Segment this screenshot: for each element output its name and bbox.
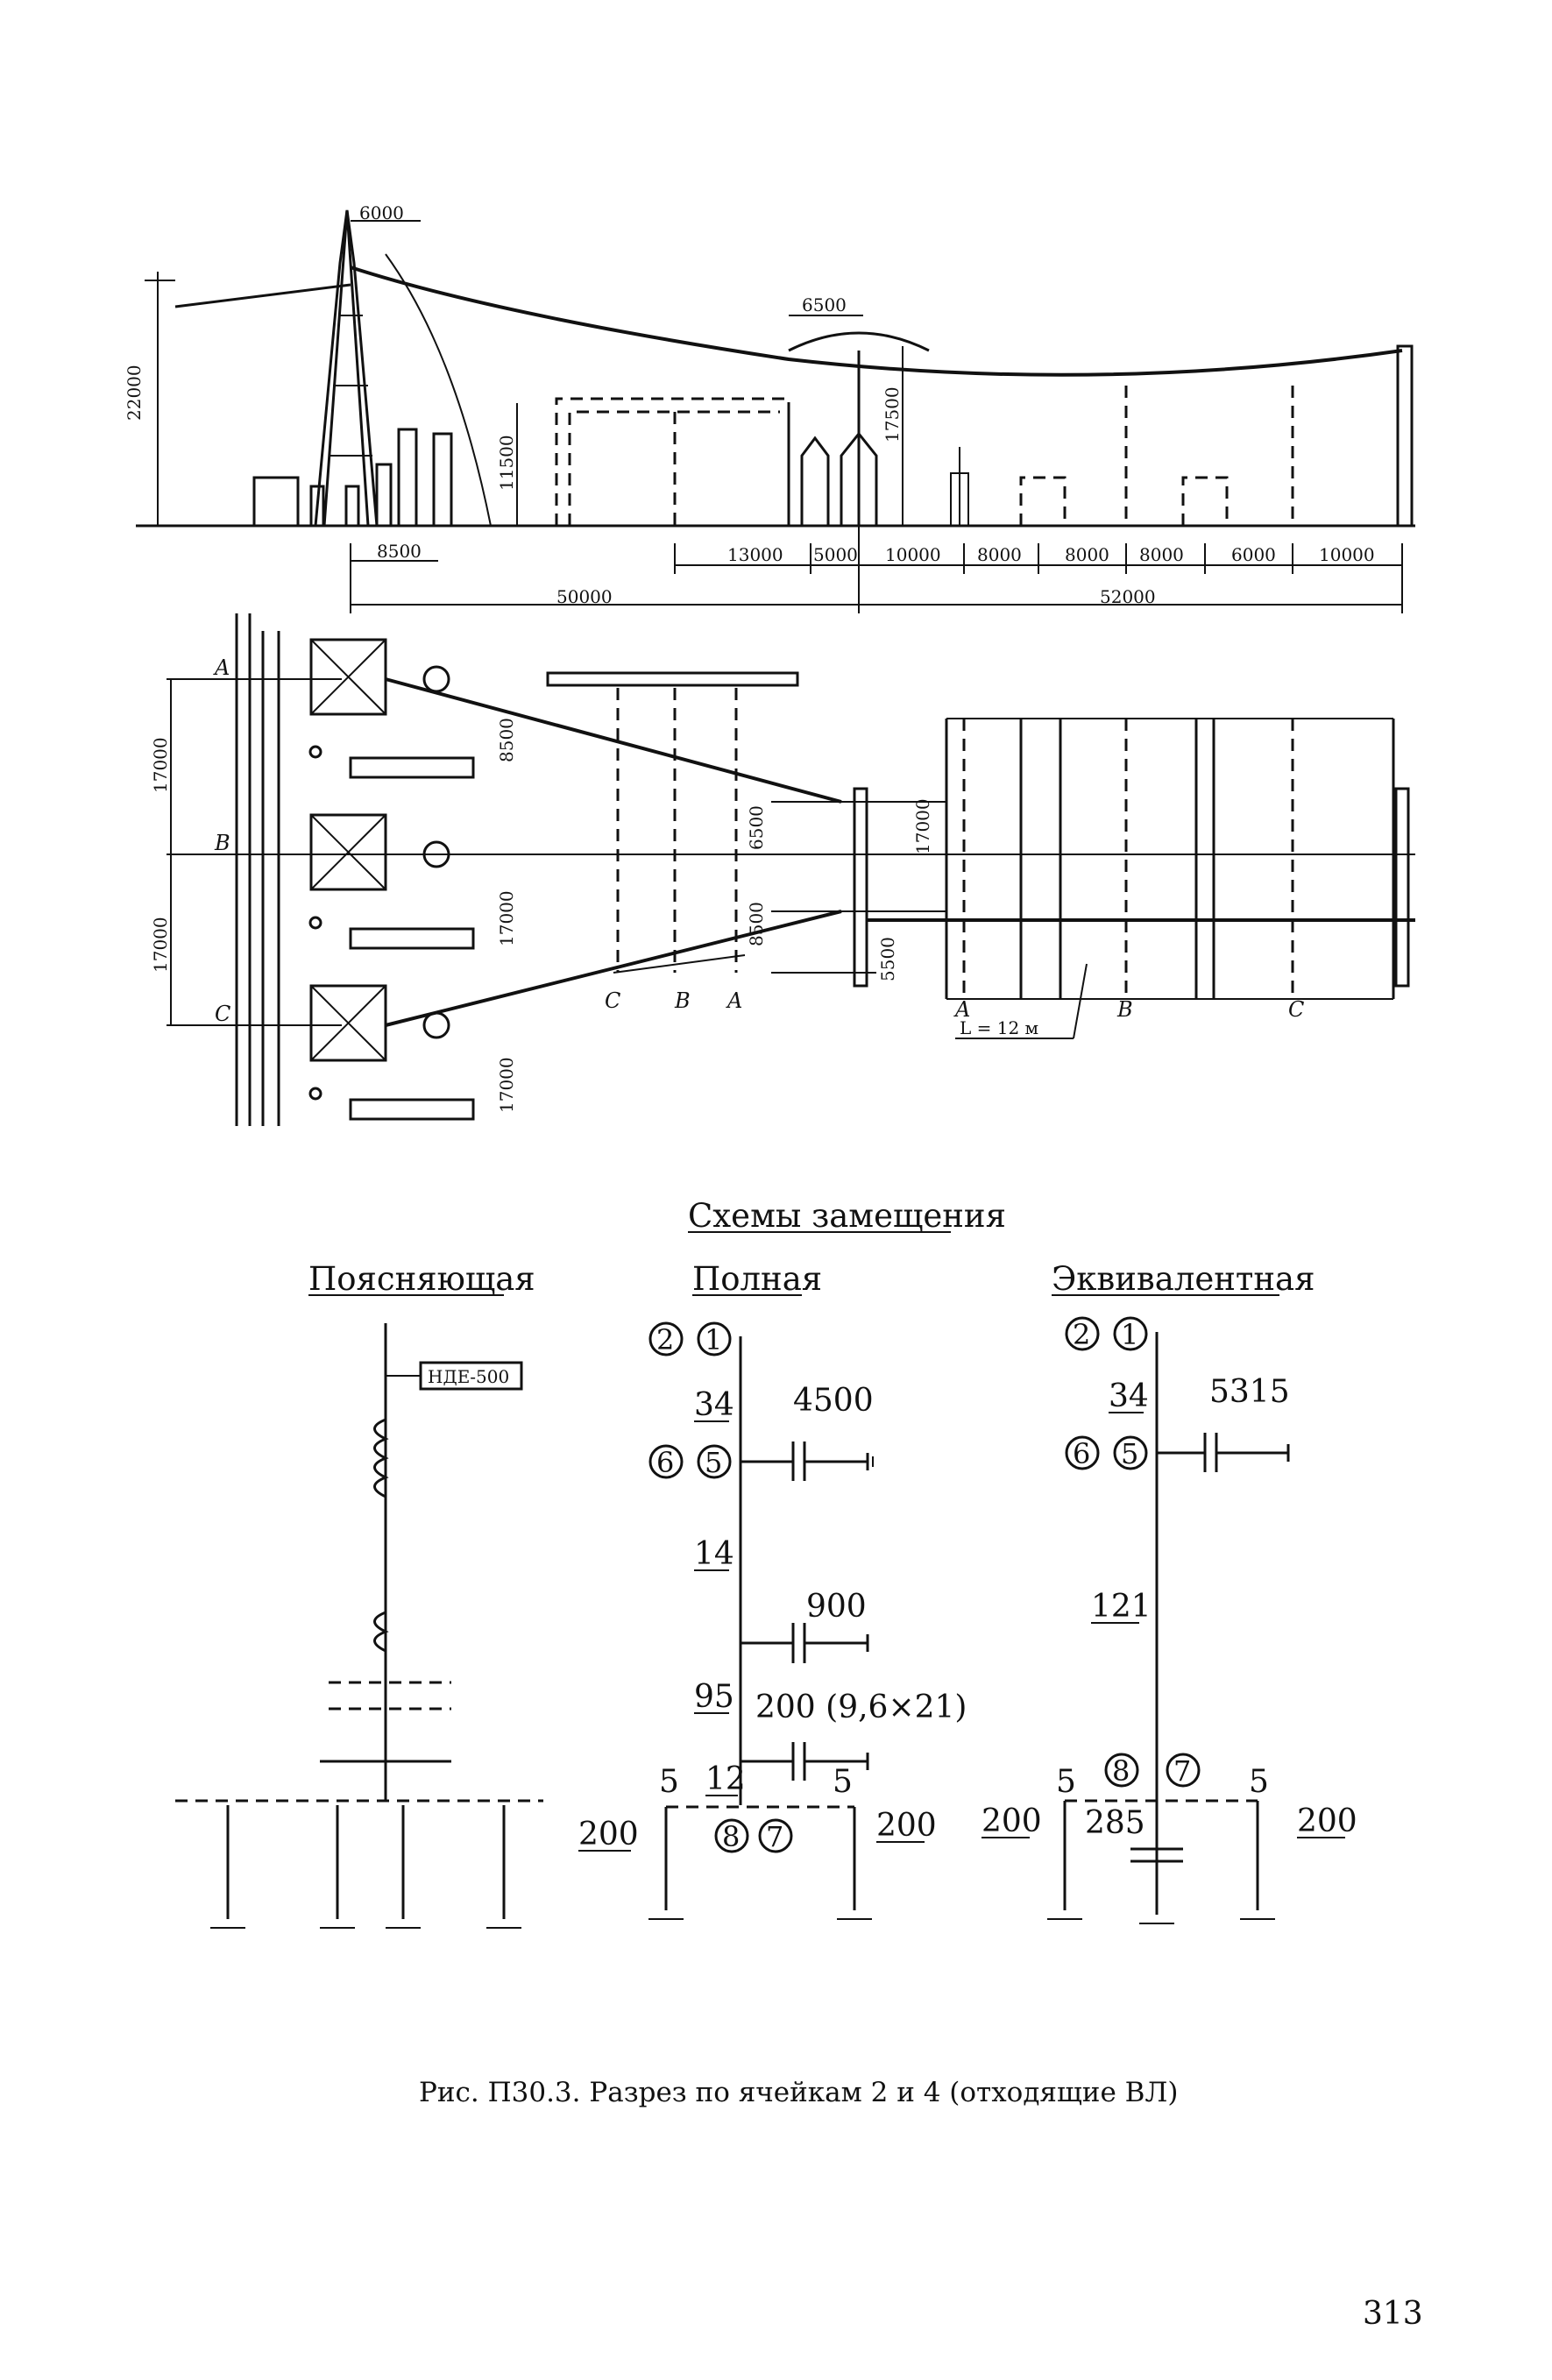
full-seg2: 14: [694, 1536, 734, 1572]
page-number: 313: [1363, 2296, 1423, 2332]
dim-11500: 11500: [496, 435, 517, 491]
eq-side-right: 200: [1297, 1803, 1357, 1839]
plan-unit-b: [308, 813, 475, 950]
full-node-8: 8: [722, 1820, 740, 1853]
phase-A-mid: A: [726, 988, 742, 1013]
eq-node-8: 8: [1112, 1754, 1130, 1788]
eq-node-5: 5: [1121, 1437, 1138, 1470]
full-side-left-top: 5: [659, 1764, 679, 1800]
plan-center-portal: [771, 787, 946, 988]
conductor-c: [385, 910, 842, 1027]
scheme-full: Полная 2 1 34 4500 6 5 14 900 95 200 (9,…: [578, 1260, 967, 1920]
schemes-title: Схемы замещения: [688, 1197, 1006, 1235]
phase-A-left: A: [213, 655, 230, 680]
eq-side-right-top: 5: [1249, 1764, 1269, 1800]
dim-10000-a: 10000: [885, 544, 941, 565]
plan-unit-a: [308, 638, 475, 779]
dim-17000-left-b: 17000: [150, 917, 171, 973]
full-title: Полная: [692, 1260, 822, 1298]
dim-17000-left-a: 17000: [150, 737, 171, 793]
eq-seg1: 34: [1109, 1378, 1149, 1414]
dim-5500-plan: 5500: [877, 937, 898, 981]
scheme-explanatory: Поясняющая НДЕ-500: [175, 1260, 543, 1929]
plan-view: A B C 17000 17000 8500 17000 17: [150, 613, 1415, 1126]
full-node-6: 6: [656, 1446, 674, 1479]
equipment-insulators: [309, 428, 453, 528]
phase-A-right: A: [953, 997, 970, 1022]
full-cap2: 900: [806, 1589, 867, 1625]
dim-5000: 5000: [813, 544, 858, 565]
inductor-coil: [373, 1418, 389, 1498]
full-node-2: 2: [656, 1323, 674, 1356]
eq-cap-bottom: 285: [1085, 1805, 1145, 1841]
dim-50000: 50000: [556, 586, 613, 607]
full-node-7: 7: [766, 1820, 783, 1853]
full-seg1: 34: [694, 1387, 734, 1423]
dim-10000-b: 10000: [1319, 544, 1375, 565]
dim-8500-plan: 8500: [746, 902, 767, 946]
phase-C-right: C: [1288, 997, 1304, 1022]
equivalent-title: Эквивалентная: [1052, 1260, 1315, 1298]
device-label: НДЕ-500: [428, 1366, 509, 1387]
plan-busbars: [235, 613, 280, 1126]
dim-8500-mid: 8500: [496, 718, 517, 762]
phase-C-left: C: [215, 1002, 230, 1026]
plan-right-bays: [867, 718, 1415, 1000]
phase-B-mid: B: [674, 988, 691, 1013]
full-node-1: 1: [705, 1323, 722, 1356]
phase-B-left: B: [214, 831, 230, 855]
eq-node-6: 6: [1073, 1437, 1090, 1470]
plan-gantry-beam: [546, 671, 799, 974]
eq-node-2: 2: [1073, 1318, 1090, 1351]
conductor-a: [385, 677, 842, 804]
plan-unit-c: [308, 984, 475, 1121]
dim-17000-mid-a: 17000: [496, 890, 517, 946]
dim-8500: 8500: [377, 541, 422, 562]
disconnector-group: [788, 331, 969, 528]
dim-8000-b: 8000: [1065, 544, 1109, 565]
gantry-structure: [555, 397, 790, 526]
figure-caption: Рис. П30.3. Разрез по ячейкам 2 и 4 (отх…: [419, 2077, 1178, 2108]
eq-side-left-top: 5: [1056, 1764, 1076, 1800]
inductor-coil-2: [373, 1611, 389, 1653]
length-label: L = 12 м: [960, 1017, 1038, 1038]
dim-8000-a: 8000: [977, 544, 1022, 565]
dim-17000-plan: 17000: [912, 798, 933, 854]
dim-6000: 6000: [1231, 544, 1276, 565]
explanatory-title: Поясняющая: [308, 1260, 535, 1298]
phase-C-mid: C: [605, 988, 620, 1013]
portal-tower: [174, 209, 379, 527]
dim-13000: 13000: [727, 544, 783, 565]
dim-17500: 17500: [882, 386, 903, 443]
elevation-section: 6000 22000 11500: [124, 202, 1415, 613]
dim-6500-plan: 6500: [746, 805, 767, 850]
full-cap3: 200 (9,6×21): [755, 1689, 967, 1725]
dimension-chain: [350, 526, 1403, 613]
dim-17000-mid-b: 17000: [496, 1057, 517, 1113]
dim-6500: 6500: [802, 294, 847, 315]
dim-22000: 22000: [124, 365, 145, 421]
full-side-left: 200: [578, 1817, 639, 1852]
full-seg4: 12: [705, 1761, 746, 1797]
dim-52000: 52000: [1100, 586, 1156, 607]
full-cap1: 4500: [793, 1383, 874, 1419]
right-structures: [1019, 344, 1414, 528]
dim-8000-c: 8000: [1139, 544, 1184, 565]
full-side-right-top: 5: [833, 1764, 853, 1800]
eq-node-1: 1: [1121, 1318, 1138, 1351]
overhead-conductor: [350, 266, 1403, 377]
phase-B-right: B: [1116, 997, 1133, 1022]
full-seg3: 95: [694, 1679, 734, 1715]
full-node-5: 5: [705, 1446, 722, 1479]
eq-node-7: 7: [1173, 1754, 1191, 1788]
equipment-box: [252, 476, 300, 528]
full-side-right: 200: [876, 1808, 937, 1844]
scheme-equivalent: Эквивалентная 2 1 34 5315 6 5 121 8 7 5 …: [982, 1260, 1357, 1924]
eq-seg2: 121: [1091, 1589, 1152, 1625]
device-box: [419, 1361, 523, 1391]
eq-cap1: 5315: [1209, 1374, 1290, 1410]
dim-6000: 6000: [359, 202, 404, 223]
eq-side-left: 200: [982, 1803, 1042, 1839]
